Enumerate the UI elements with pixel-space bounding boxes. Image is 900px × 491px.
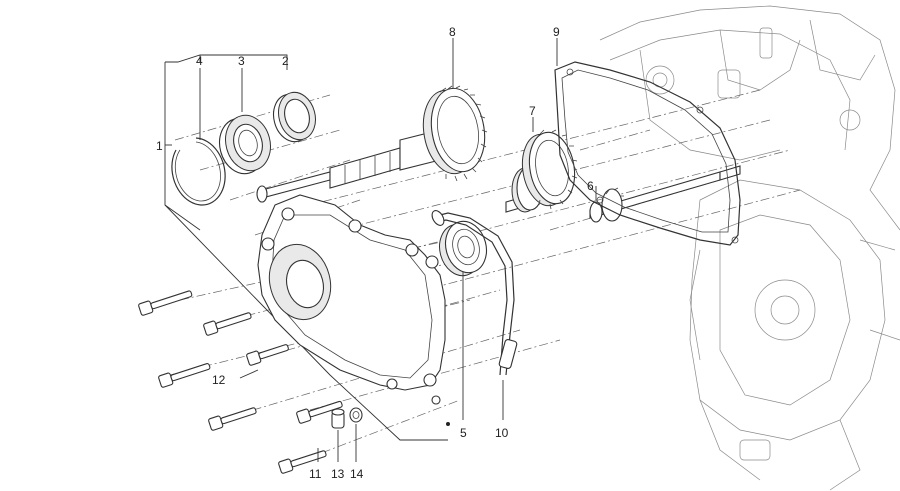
callout-6: 6 bbox=[587, 179, 594, 193]
washer-part-14 bbox=[349, 407, 363, 462]
callout-9: 9 bbox=[553, 25, 560, 39]
leader-12 bbox=[239, 369, 259, 379]
callout-10: 10 bbox=[495, 426, 509, 440]
callout-8: 8 bbox=[449, 25, 456, 39]
bracket-part-1 bbox=[164, 80, 201, 231]
transmission-cover-part-1 bbox=[257, 194, 446, 405]
callout-12: 12 bbox=[212, 373, 226, 387]
callout-14: 14 bbox=[350, 467, 364, 481]
callout-7: 7 bbox=[529, 104, 536, 118]
callout-13: 13 bbox=[331, 467, 345, 481]
engine-crankcase-outline bbox=[599, 5, 900, 491]
callout-1: 1 bbox=[156, 139, 163, 153]
bracket-top-2-4 bbox=[165, 54, 288, 70]
dowel-part-13 bbox=[331, 408, 345, 462]
callout-2: 2 bbox=[282, 54, 289, 68]
callout-5: 5 bbox=[460, 426, 467, 440]
gasket-part-9 bbox=[554, 38, 741, 246]
callout-3: 3 bbox=[238, 54, 245, 68]
bolt-set-part-11 bbox=[138, 290, 343, 474]
callout-11: 11 bbox=[309, 467, 322, 481]
circlip-part-4 bbox=[171, 68, 226, 206]
oil-pipe-part-10 bbox=[431, 210, 518, 420]
callout-4: 4 bbox=[196, 54, 203, 68]
intermediate-gear-part-7 bbox=[505, 117, 578, 213]
gear-shaft-part-8 bbox=[256, 38, 488, 203]
bearing-part-5 bbox=[439, 220, 488, 426]
oil-seal-part-2 bbox=[272, 91, 316, 143]
dot-marker bbox=[446, 422, 450, 426]
bearing-part-3 bbox=[218, 68, 271, 175]
input-shaft-part-6 bbox=[589, 165, 741, 223]
bracket-diagonal bbox=[164, 204, 448, 441]
